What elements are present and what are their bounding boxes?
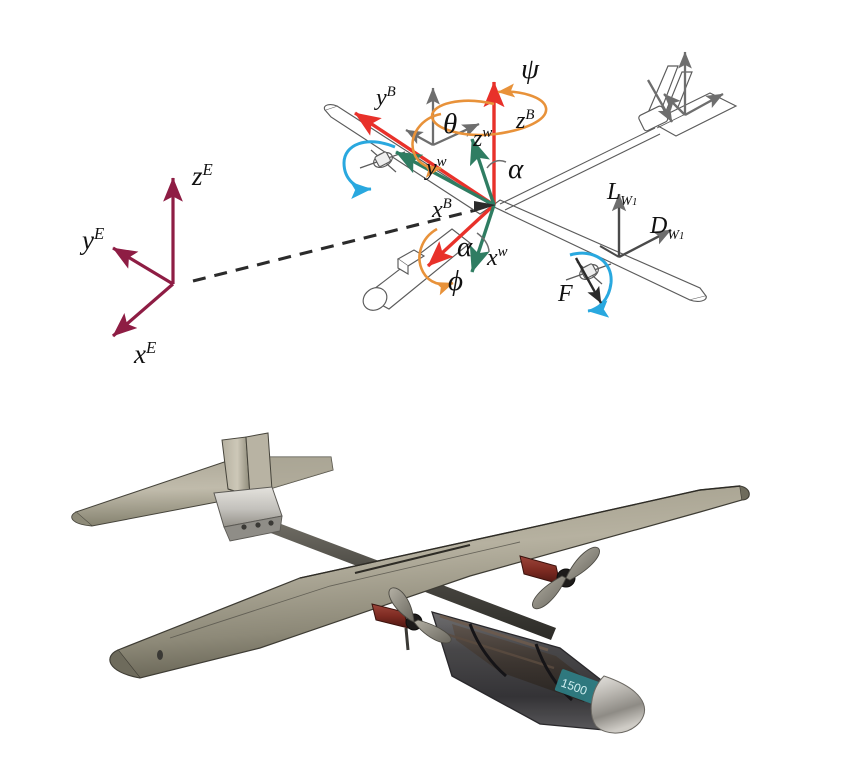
left-prop-blade-2 [413, 619, 452, 644]
battery-pack: 1500 [554, 669, 600, 704]
label-wind-y: yw [426, 154, 447, 181]
wing-panel-seam [169, 541, 521, 639]
label-body-x: xB [432, 196, 452, 223]
bracket-screw-3 [268, 520, 274, 526]
stab-left-tip [71, 511, 93, 527]
label-wind-z: zw [473, 125, 493, 152]
label-body-z: zB [516, 107, 535, 134]
fuselage-ring-2 [534, 643, 573, 702]
wing-left-tip [109, 649, 141, 679]
earth-frame-axes [111, 177, 183, 338]
fuselage-nose [362, 287, 388, 311]
internal-rod-1 [439, 614, 549, 652]
wind-y-axis [395, 150, 495, 207]
left-motor-mount [404, 627, 410, 651]
label-alpha-lower: α [457, 231, 473, 263]
alpha-lower-arc [476, 232, 490, 253]
right-prop-blade-2 [532, 575, 567, 610]
label-alpha-upper: α [508, 153, 524, 185]
earth-y-axis [112, 246, 174, 286]
aero-ref-line [599, 245, 620, 258]
bracket-screw-2 [255, 522, 261, 528]
label-lift: LW1 [607, 179, 638, 209]
label-psi: ψ [521, 53, 540, 85]
body-frame-axes [354, 81, 505, 268]
cg-marker [474, 201, 496, 212]
body-y-axis [354, 111, 495, 207]
label-earth-x: xE [134, 338, 157, 369]
label-thrust: F [558, 281, 573, 307]
left-wing-tip [323, 104, 338, 111]
alpha-upper-arc [486, 159, 507, 169]
label-theta: θ [443, 108, 458, 140]
frame-diagram [111, 51, 738, 338]
label-earth-z: zE [192, 160, 213, 191]
wing-right-tip [739, 485, 750, 501]
bracket-lower [223, 515, 283, 542]
left-propulsion [371, 587, 452, 651]
tail-ref-axes [647, 51, 724, 123]
wing-leading-edge [299, 485, 741, 579]
aero-force-vectors [599, 193, 672, 259]
wind-z-axis [469, 138, 496, 206]
cad-render: 1500 [71, 432, 750, 734]
ref-x-left [432, 122, 480, 147]
fuselage-ring-1 [468, 623, 507, 678]
label-earth-y: yE [82, 224, 105, 255]
theta-arc [411, 112, 442, 178]
ref-x-tail [684, 92, 724, 117]
ref-y-tail [663, 93, 686, 116]
psi-arc [430, 83, 548, 137]
label-phi: ϕ [448, 265, 464, 297]
trajectory-dashed-line [192, 204, 493, 283]
earth-x-axis [111, 282, 175, 338]
label-wind-x: xw [487, 244, 508, 271]
wing-slot [354, 544, 471, 574]
propeller-arcs [342, 140, 613, 318]
right-wing-outline [490, 199, 707, 301]
right-wing-tip [689, 295, 707, 302]
wing-pitot-detail [157, 650, 163, 660]
tail-boom-line-2 [504, 133, 661, 211]
nose-cone [590, 675, 645, 734]
right-prop-blade-1 [565, 546, 600, 581]
bracket-screw-1 [241, 524, 247, 530]
body-x-axis [426, 203, 496, 268]
vertical-stabilizer-right [245, 432, 273, 497]
right-prop-arc [569, 251, 613, 318]
left-prop-arc [342, 140, 396, 200]
right-propulsion [519, 546, 600, 610]
ref-diag-tail [647, 79, 673, 123]
euler-arcs [411, 83, 548, 296]
ref-y-left [405, 128, 434, 147]
alpha-arcs [476, 159, 507, 253]
drag-vector [618, 228, 672, 259]
payload-box-side [397, 259, 409, 276]
payload-box [396, 249, 426, 267]
left-prop-blade-1 [388, 587, 415, 623]
internal-rod-2 [445, 632, 555, 670]
label-body-y: yB [376, 84, 396, 111]
phi-arc [418, 227, 454, 296]
thrust-vector [574, 257, 603, 304]
tail-boom-line [499, 127, 656, 205]
label-drag: DW1 [650, 213, 685, 243]
